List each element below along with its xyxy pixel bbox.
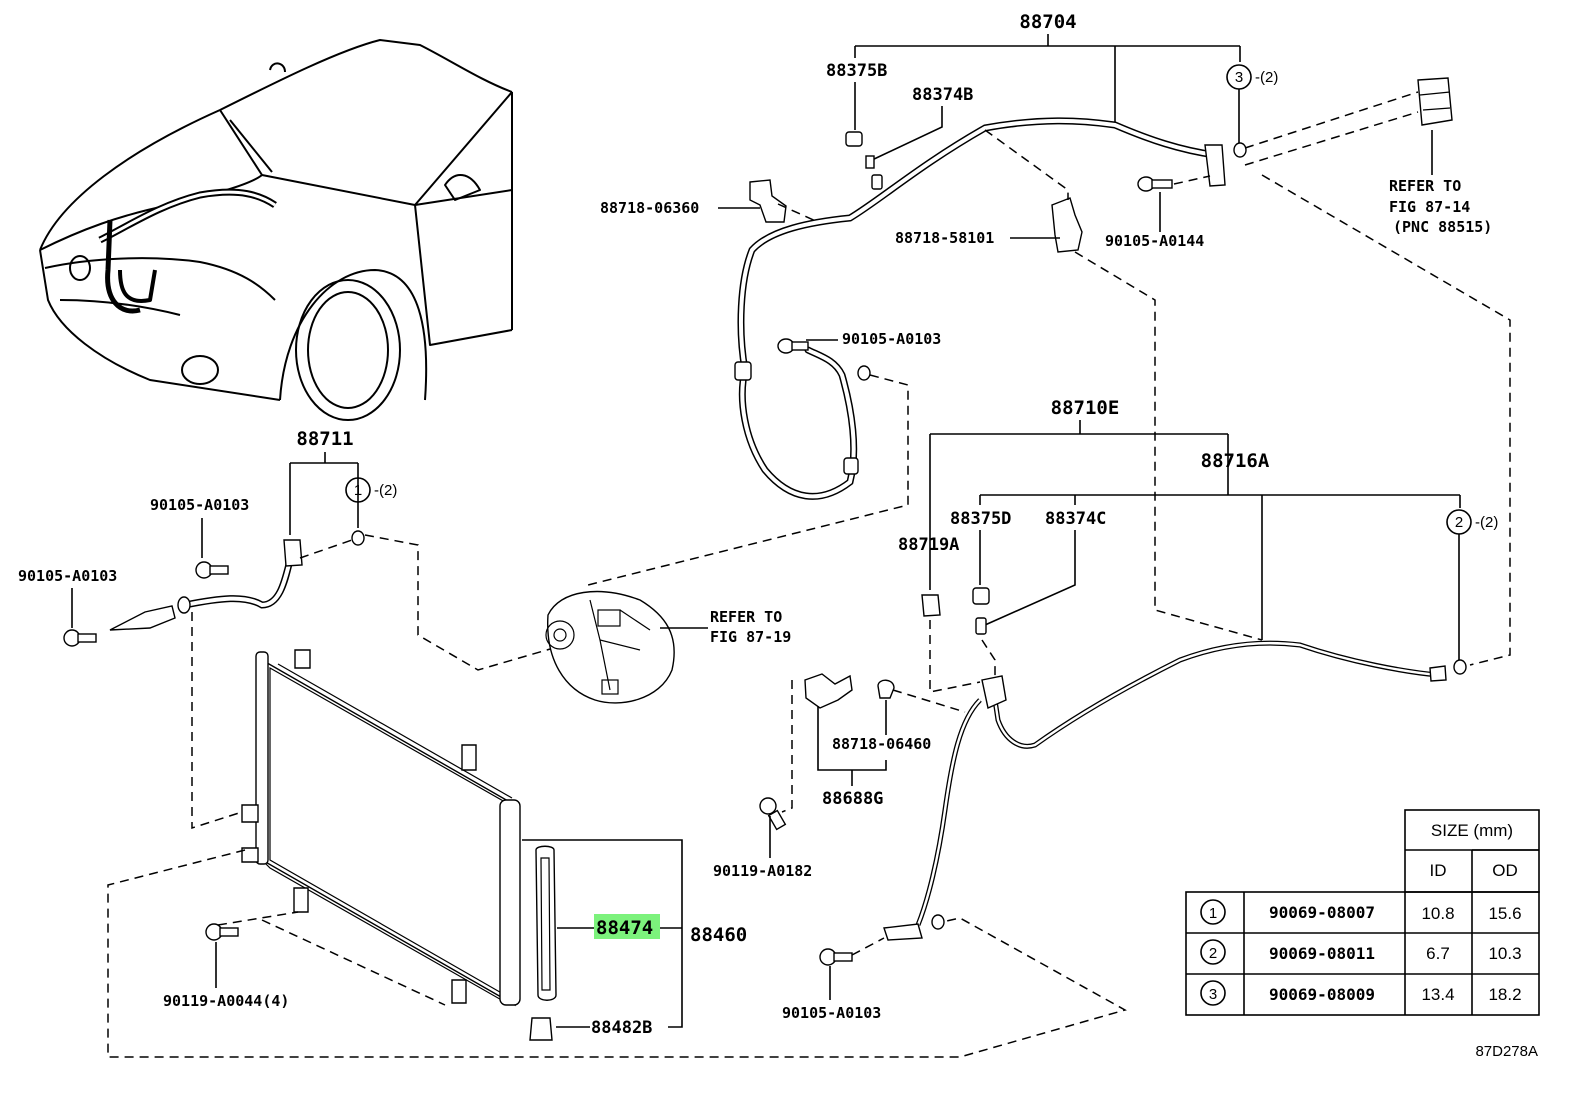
label-90105-A0103-left2: 90105-A0103 xyxy=(18,567,117,585)
label-90105-A0144: 90105-A0144 xyxy=(1105,232,1204,250)
clamp-88718-06460 xyxy=(877,679,895,699)
label-88711: 88711 xyxy=(296,428,353,450)
callout-2-qty: -(2) xyxy=(1475,514,1498,531)
bolt-90105-A0144 xyxy=(1137,176,1173,192)
size-row-3-id: 13.4 xyxy=(1421,985,1454,1004)
label-88718-06460: 88718-06460 xyxy=(832,735,931,753)
size-row-1-num: 1 xyxy=(1209,905,1217,922)
hose-end-88711 xyxy=(109,605,176,631)
assembly-88710E: 88710E 88716A 88375D 88374C 88719A 2 -(2… xyxy=(713,397,1498,1022)
size-table-col-od: OD xyxy=(1492,861,1518,880)
ref-87-14-l2: FIG 87-14 xyxy=(1389,198,1470,216)
condenser-88460: 88474 88460 88482B 90119-A0044(4) xyxy=(107,649,1127,1058)
callout-2-num: 2 xyxy=(1455,514,1463,531)
compressor-ref-87-19: REFER TO FIG 87-19 xyxy=(545,590,791,704)
plug-88482B xyxy=(529,1017,553,1041)
label-88474: 88474 xyxy=(596,917,653,939)
size-table-header: SIZE (mm) xyxy=(1431,821,1513,840)
label-90119-A0044: 90119-A0044(4) xyxy=(163,992,289,1010)
size-table-col-id: ID xyxy=(1430,861,1447,880)
label-88460: 88460 xyxy=(690,924,747,946)
label-88718-06360: 88718-06360 xyxy=(600,199,699,217)
bracket-88718-06360 xyxy=(749,179,787,223)
assembly-88711: 88711 1 -(2) 90105-A0103 90105-A0103 xyxy=(18,428,589,830)
label-88482B: 88482B xyxy=(591,1018,652,1038)
highlight-88474 xyxy=(594,914,660,939)
label-88704: 88704 xyxy=(1019,11,1076,33)
size-row-3-od: 18.2 xyxy=(1488,985,1521,1004)
label-90105-A0103-bottom: 90105-A0103 xyxy=(782,1004,881,1022)
bolt-90119-A0044 xyxy=(205,923,239,941)
label-90105-A0103-top: 90105-A0103 xyxy=(842,330,941,348)
label-88688G: 88688G xyxy=(822,789,883,809)
label-88374B: 88374B xyxy=(912,85,973,105)
size-row-2-part: 90069-08011 xyxy=(1269,944,1375,963)
label-90119-A0182: 90119-A0182 xyxy=(713,862,812,880)
car-illustration xyxy=(39,39,513,421)
size-row-1-part: 90069-08007 xyxy=(1269,903,1375,922)
callout-3-qty: -(2) xyxy=(1255,69,1278,86)
bolt-90105-A0103-left2 xyxy=(63,629,97,647)
size-row-3-num: 3 xyxy=(1209,986,1217,1003)
label-90105-A0103-left1: 90105-A0103 xyxy=(150,496,249,514)
size-row-3-part: 90069-08009 xyxy=(1269,985,1375,1004)
size-row-1-od: 15.6 xyxy=(1488,904,1521,923)
label-88718-58101: 88718-58101 xyxy=(895,229,994,247)
bolt-90119-A0182 xyxy=(759,797,787,831)
size-row-1-id: 10.8 xyxy=(1421,904,1454,923)
ref-87-19-l1: REFER TO xyxy=(710,608,782,626)
callout-1-num: 1 xyxy=(354,482,362,499)
callout-1-circle xyxy=(345,477,371,503)
label-88374C: 88374C xyxy=(1045,509,1106,529)
label-88375B: 88375B xyxy=(826,61,887,81)
size-row-2-od: 10.3 xyxy=(1488,944,1521,963)
size-table: SIZE (mm) ID OD 1 90069-08007 10.8 15.6 … xyxy=(1185,809,1540,1016)
bracket-88718-58101 xyxy=(1051,197,1083,253)
bolt-90105-A0103-bottom xyxy=(819,948,853,966)
label-88716A: 88716A xyxy=(1201,450,1270,472)
valve-core-88374C xyxy=(975,617,987,635)
cap-88375B xyxy=(845,131,863,147)
valve-core-88374B xyxy=(865,155,875,169)
switch-88719A xyxy=(921,594,941,617)
bolt-90105-A0103-left1 xyxy=(195,561,229,579)
callout-1-qty: -(2) xyxy=(374,482,397,499)
bolt-90105-A0103-top xyxy=(777,338,809,354)
label-88719A: 88719A xyxy=(898,535,959,555)
ref-87-14-l3: (PNC 88515) xyxy=(1393,218,1492,236)
connector-fig-87-14 xyxy=(1417,77,1453,126)
ref-87-14-l1: REFER TO xyxy=(1389,177,1461,195)
size-row-2-num: 2 xyxy=(1209,945,1217,962)
diagram-code: 87D278A xyxy=(1475,1043,1538,1060)
label-88375D: 88375D xyxy=(950,509,1011,529)
cap-88375D xyxy=(972,587,990,605)
ref-87-19-l2: FIG 87-19 xyxy=(710,628,791,646)
size-row-2-id: 6.7 xyxy=(1426,944,1450,963)
label-88710E: 88710E xyxy=(1051,397,1120,419)
assembly-88704: 88704 88375B 88374B 3 -(2) 88718-06360 xyxy=(587,11,1511,666)
callout-3-num: 3 xyxy=(1235,69,1243,86)
bracket-88688G xyxy=(804,673,853,709)
receiver-88474 xyxy=(535,845,557,1001)
